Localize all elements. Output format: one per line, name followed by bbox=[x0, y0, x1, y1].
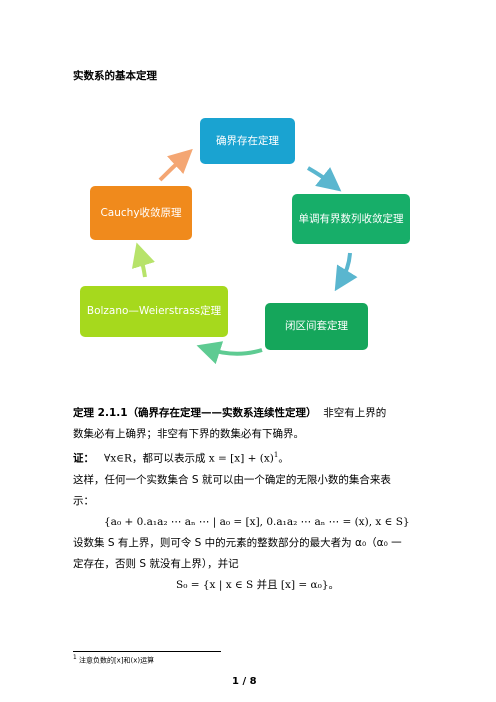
node-cauchy-theorem: Cauchy收敛原理 bbox=[90, 186, 192, 240]
proof-end: 。 bbox=[278, 452, 289, 465]
theorem-statement-1: 非空有上界的 bbox=[323, 407, 387, 419]
theorem-block: 定理 2.1.1（确界存在定理——实数系连续性定理） 非空有上界的 数集必有上确… bbox=[73, 403, 425, 596]
proof-text: ∀x∈R，都可以表示成 x = [x] + (x) bbox=[104, 452, 274, 465]
node-monotone-theorem: 单调有界数列收敛定理 bbox=[292, 194, 410, 244]
arrow-nested-to-bw bbox=[196, 341, 263, 365]
arrow-cauchy-to-sup bbox=[158, 148, 193, 182]
theorem-number: 定理 2.1.1 bbox=[73, 407, 128, 419]
page-number: 1 / 8 bbox=[232, 676, 257, 687]
para-1b: 示： bbox=[73, 494, 94, 507]
page-title: 实数系的基本定理 bbox=[73, 70, 157, 82]
node-nested-interval-theorem: 闭区间套定理 bbox=[265, 303, 368, 350]
theorem-statement-2: 数集必有上确界；非空有下界的数集必有下确界。 bbox=[73, 428, 304, 440]
footnote-ref: 1 bbox=[273, 451, 279, 459]
footnote-divider bbox=[73, 651, 221, 652]
para-1: 这样，任何一个实数集合 S 就可以由一个确定的无限小数的集合来表 bbox=[73, 473, 391, 486]
theorem-heading: 定理 2.1.1（确界存在定理——实数系连续性定理） 非空有上界的 bbox=[73, 403, 425, 424]
set-formula: {a₀ + 0.a₁a₂ ⋯ aₙ ⋯ | a₀ = [x], 0.a₁a₂ ⋯… bbox=[104, 515, 410, 528]
s0-formula: S₀ = {x | x ∈ S 并且 [x] = α₀}。 bbox=[176, 578, 339, 591]
arrow-mono-to-nested bbox=[334, 252, 358, 292]
para-2: 设数集 S 有上界，则可令 S 中的元素的整数部分的最大者为 α₀（α₀ 一 bbox=[73, 536, 402, 549]
arrow-bw-to-cauchy bbox=[131, 242, 155, 278]
proof-label: 证： bbox=[73, 452, 94, 465]
node-supremum-theorem: 确界存在定理 bbox=[200, 118, 295, 164]
para-2b: 定存在，否则 S 就没有上界），并记 bbox=[73, 557, 239, 570]
node-bolzano-weierstrass-theorem: Bolzano—Weierstrass定理 bbox=[80, 286, 228, 337]
footnote-marker: 1 bbox=[73, 655, 77, 661]
theorem-name: （确界存在定理——实数系连续性定理） bbox=[127, 407, 317, 419]
cycle-arrows bbox=[131, 148, 358, 365]
proof-line: 证： ∀x∈R，都可以表示成 x = [x] + (x)1。 bbox=[73, 445, 425, 470]
arrow-sup-to-mono bbox=[307, 166, 342, 192]
footnote-text: 注意负数的[x]和(x)运算 bbox=[78, 656, 155, 665]
footnote: 1 注意负数的[x]和(x)运算 bbox=[73, 655, 154, 665]
